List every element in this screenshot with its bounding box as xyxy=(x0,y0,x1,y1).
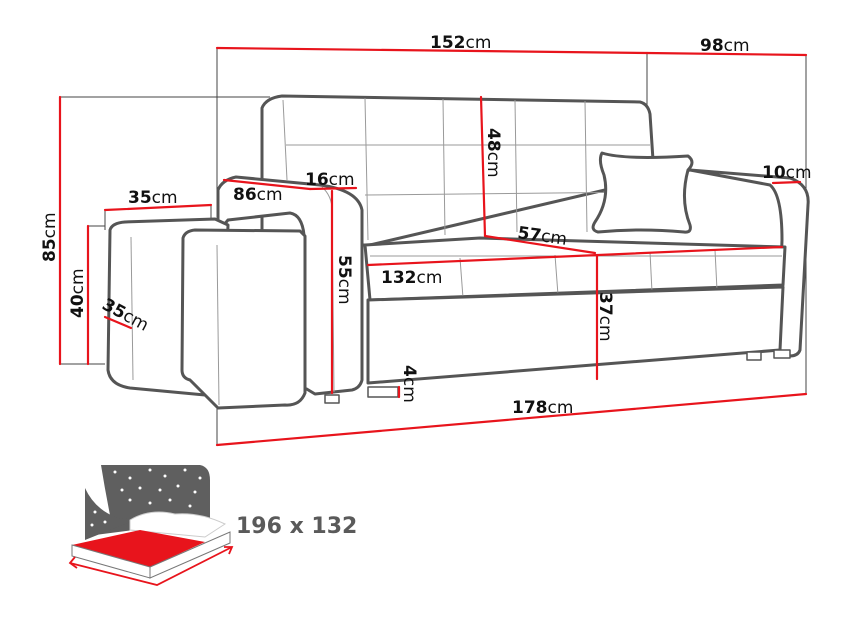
label-98: 98cm xyxy=(700,36,750,56)
label-10: 10cm xyxy=(762,163,812,183)
label-86: 86cm xyxy=(233,185,283,205)
dimension-labels: 152cm 98cm 85cm 40cm 35cm 35cm 86cm 16cm… xyxy=(40,33,812,418)
dim-line-86 xyxy=(222,178,312,191)
label-85: 85cm xyxy=(40,212,60,262)
dim-line-178 xyxy=(215,392,808,447)
sofa-drawing xyxy=(106,94,810,410)
label-16: 16cm xyxy=(305,170,355,190)
dim-line-35-top xyxy=(103,203,213,212)
label-55: 55cm xyxy=(334,255,354,305)
label-35-top: 35cm xyxy=(128,188,178,208)
dim-line-57 xyxy=(483,234,597,255)
sleeping-area-label: 196 x 132 xyxy=(236,514,357,539)
label-37: 37cm xyxy=(595,292,615,342)
dim-line-48 xyxy=(479,95,487,238)
dim-line-132 xyxy=(366,245,784,267)
dimension-lines xyxy=(58,46,808,447)
dim-line-98 xyxy=(645,51,808,57)
label-57: 57cm xyxy=(516,223,568,250)
label-40: 40cm xyxy=(68,268,88,318)
label-178: 178cm xyxy=(512,398,573,418)
label-48: 48cm xyxy=(483,128,503,178)
bed-with-night-sky-icon xyxy=(68,465,234,586)
label-152: 152cm xyxy=(430,33,491,53)
dim-line-16 xyxy=(308,186,358,191)
label-132: 132cm xyxy=(381,268,442,288)
backrest-tufting xyxy=(282,97,651,241)
dim-line-10 xyxy=(771,180,802,185)
label-4: 4cm xyxy=(399,365,419,403)
dim-line-35-depth xyxy=(103,315,133,330)
stars xyxy=(90,468,202,527)
dim-line-152 xyxy=(215,46,649,55)
